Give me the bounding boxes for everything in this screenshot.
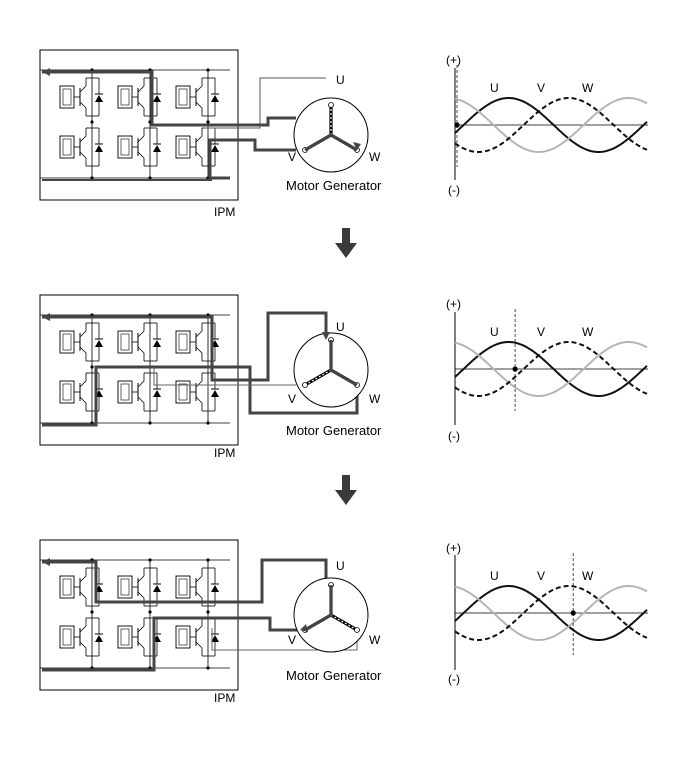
u-wave-label: U — [490, 325, 499, 339]
minus-axis-label: (-) — [448, 183, 460, 197]
v-terminal-label: V — [288, 633, 296, 647]
v-wave-label: V — [537, 569, 545, 583]
w-terminal-label: W — [369, 392, 381, 406]
w-phase-wave — [454, 341, 648, 397]
v-phase-wave — [454, 97, 648, 153]
w-terminal-label: W — [369, 150, 381, 164]
ipm-label: IPM — [214, 446, 235, 460]
u-phase-wave — [454, 585, 648, 641]
motor-generator-label: Motor Generator — [286, 668, 382, 683]
w-wave-label: W — [582, 569, 594, 583]
u-wave-label: U — [490, 81, 499, 95]
down-arrow-icon — [335, 228, 357, 258]
u-terminal-label: U — [336, 320, 345, 334]
plus-axis-label: (+) — [446, 53, 461, 67]
ipm-label: IPM — [214, 691, 235, 705]
motor-generator-label: Motor Generator — [286, 423, 382, 438]
v-wave-label: V — [537, 81, 545, 95]
u-terminal-label: U — [336, 73, 345, 87]
motor-generator-label: Motor Generator — [286, 178, 382, 193]
u-wave-label: U — [490, 569, 499, 583]
waveform-graph-1: (+) (-) U V W — [446, 53, 648, 197]
w-wave-label: W — [582, 81, 594, 95]
ipm-label: IPM — [214, 205, 235, 219]
minus-axis-label: (-) — [448, 429, 460, 443]
v-phase-wave — [454, 585, 648, 641]
v-wave-label: V — [537, 325, 545, 339]
w-terminal-label: W — [369, 633, 381, 647]
minus-axis-label: (-) — [448, 672, 460, 686]
u-terminal-label: U — [336, 559, 345, 573]
waveform-graph-3: (+) (-) U V W — [446, 541, 648, 686]
v-phase-wave — [454, 341, 648, 397]
panel-1: IPM U V W Motor Generator — [40, 50, 382, 219]
panel-2: IPM U V W Motor Generator — [40, 295, 382, 460]
u-phase-wave — [454, 97, 648, 153]
w-wave-label: W — [582, 325, 594, 339]
plus-axis-label: (+) — [446, 541, 461, 555]
w-phase-wave — [454, 97, 648, 153]
panel-3: IPM U V W Motor Generator — [40, 540, 382, 705]
plus-axis-label: (+) — [446, 297, 461, 311]
u-phase-wave — [454, 341, 648, 397]
time-marker-dot — [570, 610, 576, 616]
waveform-graph-2: (+) (-) U V W — [446, 297, 648, 443]
time-marker-dot — [512, 366, 518, 372]
v-terminal-label: V — [288, 392, 296, 406]
w-phase-wave — [454, 585, 648, 641]
time-marker-dot — [454, 122, 460, 128]
down-arrow-icon — [335, 475, 357, 505]
v-terminal-label: V — [288, 150, 296, 164]
